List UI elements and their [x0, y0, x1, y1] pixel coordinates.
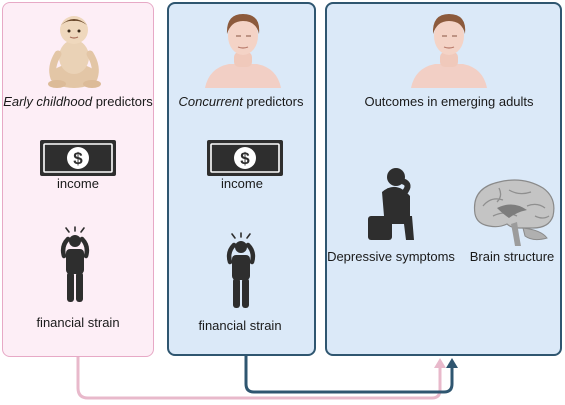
brain-sagittal-icon — [473, 179, 555, 246]
income-label: income — [221, 176, 263, 191]
brain-structure-label: Brain structure — [469, 249, 555, 264]
baby-figure-icon — [48, 16, 101, 88]
young-adult-figure-icon — [205, 14, 281, 88]
heading-rest: predictors — [242, 94, 304, 109]
dollar-bill-icon: $ — [40, 140, 116, 176]
outcomes-heading: Outcomes in emerging adults — [364, 94, 534, 109]
heading-rest: predictors — [92, 94, 153, 109]
concurrent-arrow — [244, 356, 454, 394]
dollar-bill-icon: $ — [207, 140, 283, 176]
stressed-person-icon — [226, 232, 256, 308]
concurrent-arrowhead — [446, 358, 458, 368]
early-childhood-heading: Early childhood predictors — [3, 94, 153, 109]
financial-strain-label: financial strain — [36, 315, 120, 330]
depressed-person-icon — [368, 168, 414, 240]
svg-text:$: $ — [240, 149, 250, 168]
heading-emphasis: Early childhood — [3, 94, 93, 109]
svg-text:$: $ — [73, 149, 83, 168]
heading-emphasis: Concurrent — [178, 94, 243, 109]
depressive-symptoms-label: Depressive symptoms — [327, 249, 455, 264]
young-adult-figure-icon — [411, 14, 487, 88]
early-childhood-arrowhead — [434, 358, 446, 368]
stressed-person-icon — [60, 226, 90, 302]
income-label: income — [57, 176, 99, 191]
financial-strain-label: financial strain — [198, 318, 282, 333]
concurrent-heading: Concurrent predictors — [178, 94, 303, 109]
